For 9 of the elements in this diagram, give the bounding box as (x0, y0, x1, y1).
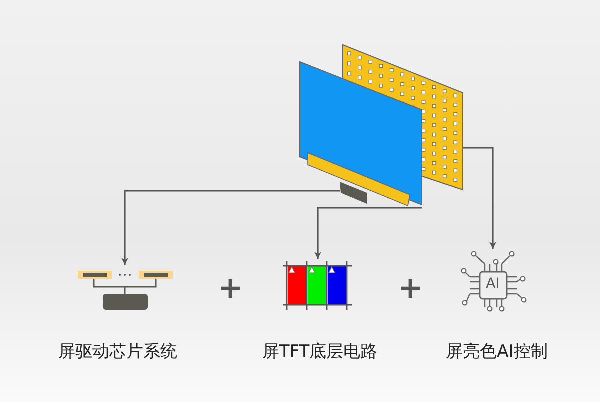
arrow (122, 190, 340, 265)
caption-text: 屏驱动芯片系统 (58, 341, 178, 363)
caption-text: 屏亮色AI控制 (446, 341, 548, 363)
plus-sign: + (218, 274, 244, 304)
arrow (463, 147, 496, 249)
arrow (314, 207, 422, 259)
plus-sign: + (398, 274, 424, 304)
caption-text: 屏TFT底层电路 (262, 341, 378, 363)
chip-label: AI (486, 276, 500, 292)
